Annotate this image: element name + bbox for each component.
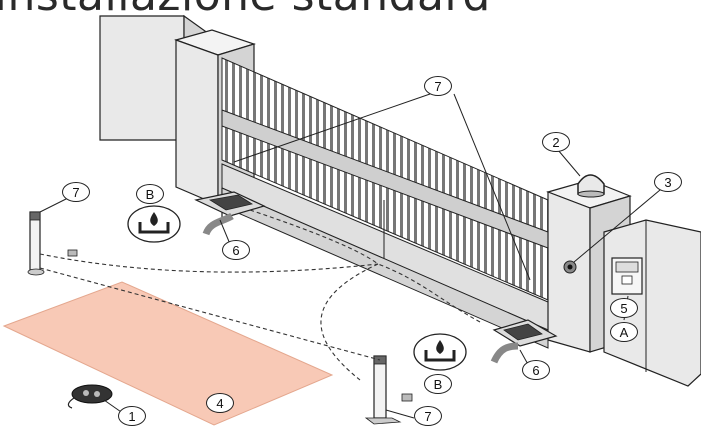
callout-4-area: 4 [206,393,234,413]
ground-photocell-right [402,394,412,401]
callout-1-remote: 1 [118,406,146,426]
callout-A-keypad: A [610,322,638,342]
remote-control-icon [68,385,112,408]
callout-5-keypad: 5 [610,298,638,318]
callout-3-photocell: 3 [654,172,682,192]
callout-7-left-post: 7 [62,182,90,202]
callout-6-right-motor: 6 [522,360,550,380]
callout-6-left-motor: 6 [222,240,250,260]
left-photocell-post [28,212,44,275]
callout-7-right-post: 7 [414,406,442,426]
oil-tank-icon [128,206,180,242]
callout-2-flashing-light: 2 [542,132,570,152]
photocell-icon [564,261,576,273]
oil-tank-icon [414,334,466,370]
callout-7-gate: 7 [424,76,452,96]
keypad-icon [612,258,642,294]
sliding-gate [222,58,548,348]
ground-photocell-left [68,250,77,256]
callout-B-left: B [136,184,164,204]
detection-area [4,282,332,425]
right-photocell-post [366,356,400,424]
callout-B-right: B [424,374,452,394]
flashing-light-icon [578,175,604,197]
